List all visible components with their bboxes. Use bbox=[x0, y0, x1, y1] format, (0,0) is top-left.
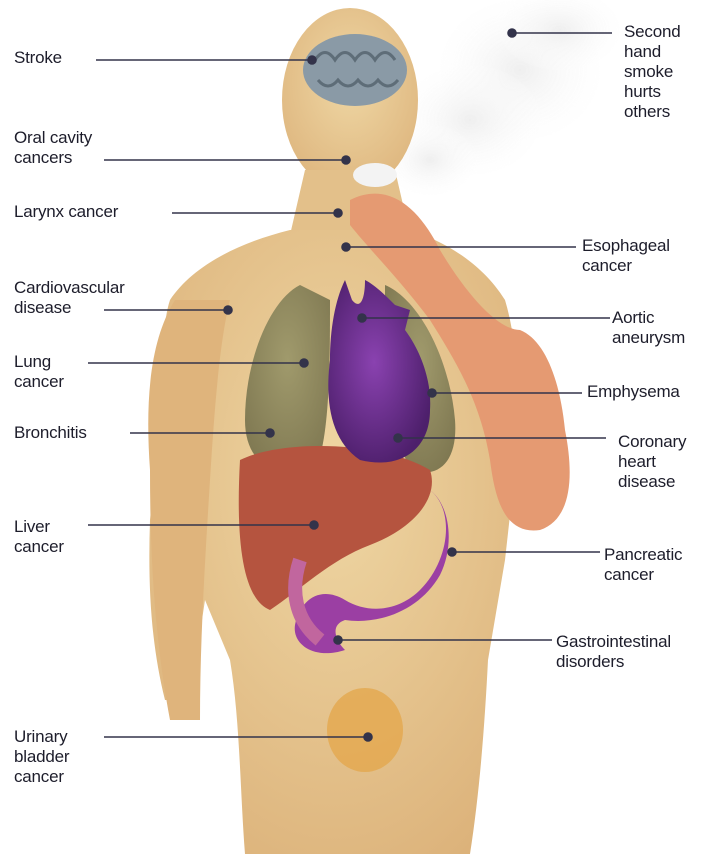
label-line: disorders bbox=[556, 652, 671, 672]
label-line: cancer bbox=[582, 256, 670, 276]
label-line: Bronchitis bbox=[14, 423, 87, 443]
label-line: cancer bbox=[604, 565, 682, 585]
label-line: Lung bbox=[14, 352, 64, 372]
label-line: cancer bbox=[14, 537, 64, 557]
label-line: Gastrointestinal bbox=[556, 632, 671, 652]
label-coronary-heart-disease: Coronary heart disease bbox=[618, 432, 686, 492]
brain bbox=[303, 34, 407, 106]
label-line: Second bbox=[624, 22, 680, 42]
cigarette bbox=[353, 163, 397, 187]
label-urinary-bladder-cancer: Urinary bladder cancer bbox=[14, 727, 69, 787]
label-line: cancers bbox=[14, 148, 92, 168]
label-line: cancer bbox=[14, 767, 69, 787]
label-line: disease bbox=[618, 472, 686, 492]
label-line: Urinary bbox=[14, 727, 69, 747]
label-liver-cancer: Liver cancer bbox=[14, 517, 64, 557]
label-line: cancer bbox=[14, 372, 64, 392]
label-line: Oral cavity bbox=[14, 128, 92, 148]
label-line: others bbox=[624, 102, 680, 122]
label-line: Esophageal bbox=[582, 236, 670, 256]
label-line: hurts bbox=[624, 82, 680, 102]
label-second-hand-smoke: Second hand smoke hurts others bbox=[624, 22, 680, 122]
label-line: Cardiovascular bbox=[14, 278, 125, 298]
label-line: hand bbox=[624, 42, 680, 62]
label-line: Stroke bbox=[14, 48, 62, 68]
label-cardiovascular-disease: Cardiovascular disease bbox=[14, 278, 125, 318]
label-emphysema: Emphysema bbox=[587, 382, 680, 402]
label-line: heart bbox=[618, 452, 686, 472]
label-bronchitis: Bronchitis bbox=[14, 423, 87, 443]
label-line: Liver bbox=[14, 517, 64, 537]
label-aortic-aneurysm: Aortic aneurysm bbox=[612, 308, 685, 348]
label-larynx-cancer: Larynx cancer bbox=[14, 202, 118, 222]
label-lung-cancer: Lung cancer bbox=[14, 352, 64, 392]
label-line: Aortic bbox=[612, 308, 685, 328]
label-line: disease bbox=[14, 298, 125, 318]
smoke-plume bbox=[385, 0, 620, 195]
label-line: smoke bbox=[624, 62, 680, 82]
label-line: Pancreatic bbox=[604, 545, 682, 565]
label-pancreatic-cancer: Pancreatic cancer bbox=[604, 545, 682, 585]
label-line: bladder bbox=[14, 747, 69, 767]
label-oral-cavity-cancers: Oral cavity cancers bbox=[14, 128, 92, 168]
bladder bbox=[327, 688, 403, 772]
label-gastrointestinal-disorders: Gastrointestinal disorders bbox=[556, 632, 671, 672]
label-line: aneurysm bbox=[612, 328, 685, 348]
label-line: Emphysema bbox=[587, 382, 680, 402]
label-stroke: Stroke bbox=[14, 48, 62, 68]
label-line: Larynx cancer bbox=[14, 202, 118, 222]
label-line: Coronary bbox=[618, 432, 686, 452]
label-esophageal-cancer: Esophageal cancer bbox=[582, 236, 670, 276]
